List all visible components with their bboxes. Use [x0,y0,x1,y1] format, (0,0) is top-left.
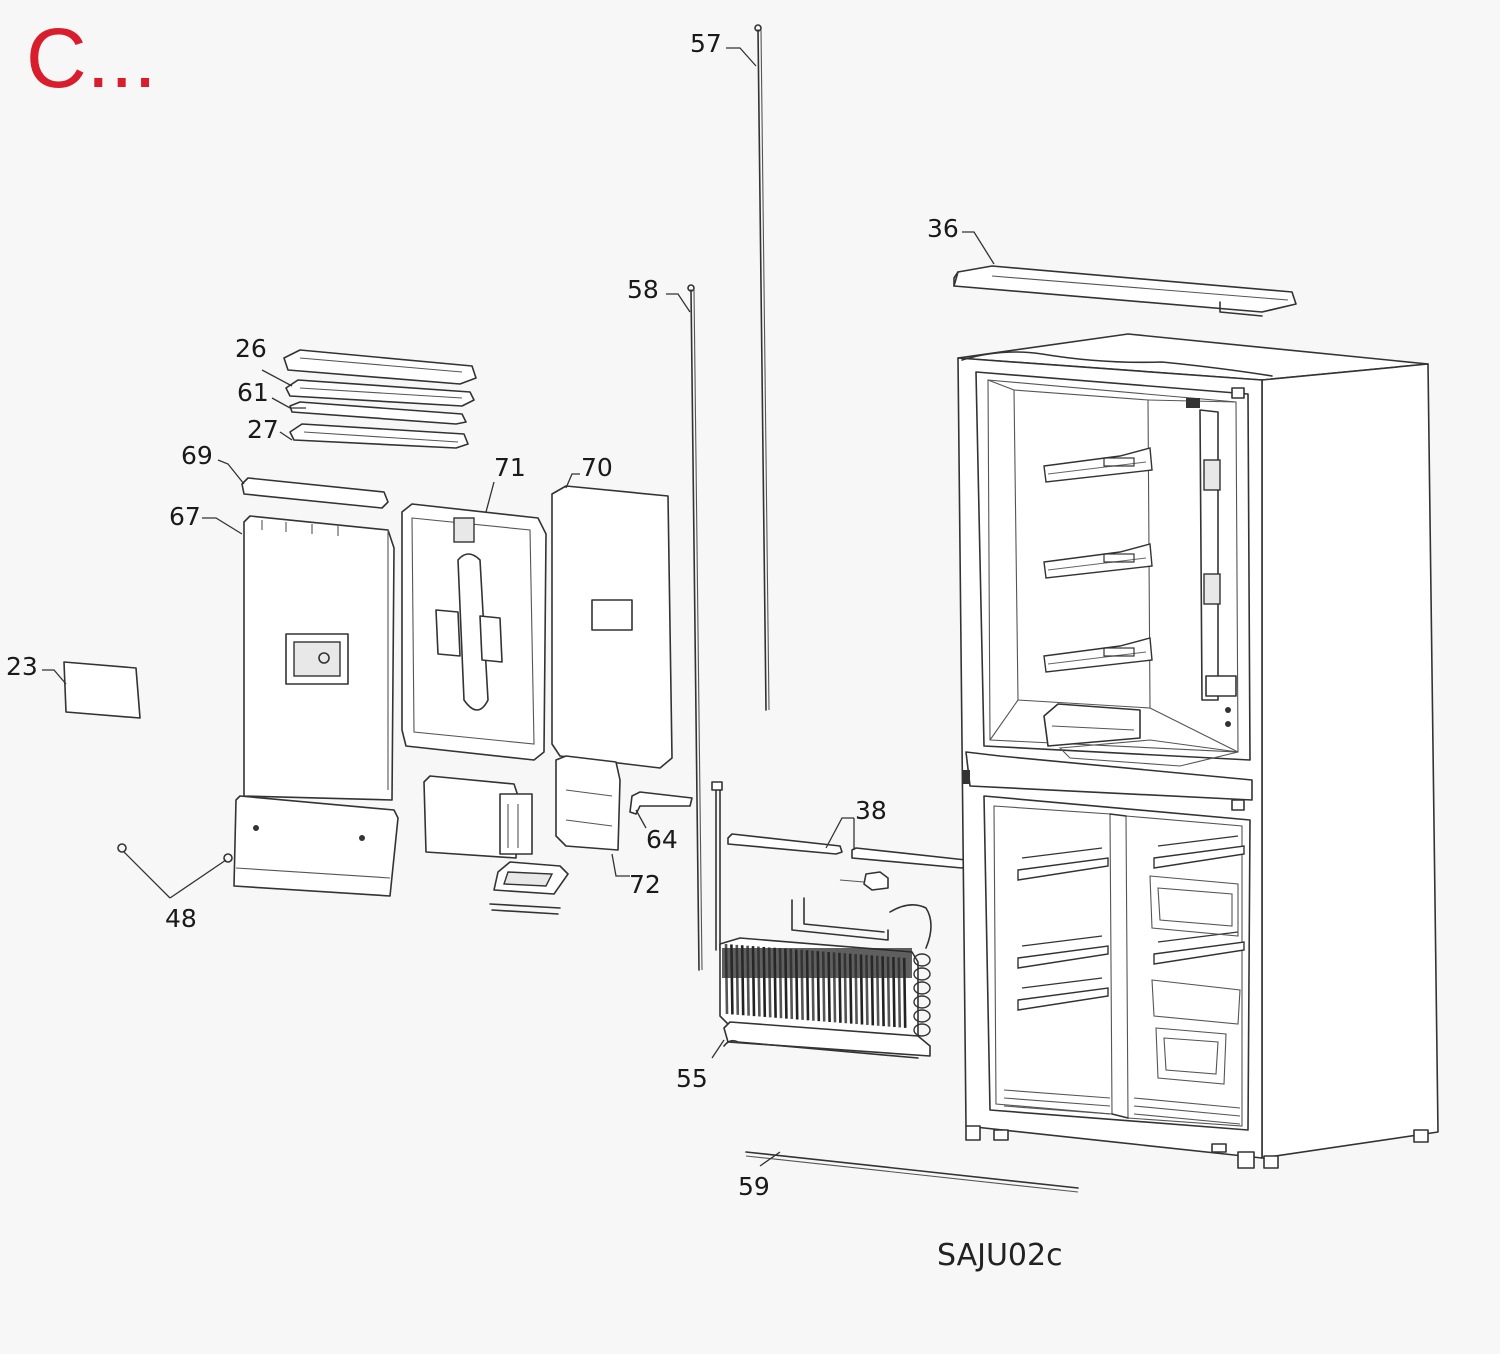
callout-48: 48 [165,904,197,933]
callout-59: 59 [738,1172,770,1201]
freezer-drawer-rails [1017,835,1245,1011]
callout-38: 38 [855,796,887,825]
shelf-bracket-edge [1047,557,1147,571]
callout-36: 36 [927,214,959,243]
callout-23: 23 [6,652,38,681]
part-64-clip [629,791,693,815]
callout-71: 71 [494,453,526,482]
drawer-rail-top [1157,931,1239,943]
part-26-tray [283,349,477,385]
part-38-rails [727,833,969,891]
leader-lines [42,47,995,1167]
callout-labels: 57 58 36 26 61 27 69 71 70 67 23 38 64 7… [6,29,959,1201]
part-71-inner-liner [401,503,569,915]
part-57-rod [754,24,770,711]
drawer-rail-top [1021,935,1103,947]
evaporator-fins [722,943,912,1028]
part-67-door-panel [233,515,399,897]
shelf-bracket-slot [1103,647,1135,657]
part-36-top-cover [953,265,1297,317]
part-61-gasket [285,379,475,425]
part-27-tray [289,423,469,449]
fridge-shelf-brackets [1043,447,1153,673]
drawer-rail [1017,987,1109,1011]
drawer-rail [1153,845,1245,869]
callout-69: 69 [181,441,213,470]
coil-loop [913,1023,931,1037]
part-59-rail [745,1151,1079,1193]
part-72-bracket [555,755,621,851]
drawer-rail-top [1021,847,1103,859]
shelf-bracket-slot [1103,553,1135,563]
callout-58: 58 [627,275,659,304]
coil-loop [913,1009,931,1023]
evaporator-dark-band [722,948,912,978]
drawer-rail-top [1157,835,1239,847]
drawer-rail-top [1021,977,1103,989]
model-code: SAJU02c [937,1238,1063,1273]
drawer-rail [1017,945,1109,969]
drawer-rail [1017,857,1109,881]
part-58-rod [687,284,703,971]
callout-67: 67 [169,502,201,531]
shelf-bracket-slot [1103,457,1135,467]
page-title: C... [26,11,157,105]
callout-27: 27 [247,415,279,444]
callout-70: 70 [581,453,613,482]
part-55-evaporator [711,781,932,1059]
callout-55: 55 [676,1064,708,1093]
coil-loop [913,981,931,995]
coil-loop [913,995,931,1009]
part-23-label-plate [63,661,141,719]
evaporator-coil-ends [913,953,931,1037]
coil-loop [913,967,931,981]
callout-26: 26 [235,334,267,363]
part-48-screws [117,843,233,863]
callout-72: 72 [629,870,661,899]
part-70-back-panel [551,485,673,769]
shelf-bracket-edge [1047,461,1147,475]
drawer-rail [1153,941,1245,965]
coil-loop [913,953,931,967]
shelf-bracket-edge [1047,651,1147,665]
callout-57: 57 [690,29,722,58]
part-69-strip [241,477,389,509]
refrigerator-cabinet [957,333,1439,1169]
callout-64: 64 [646,825,678,854]
callout-61: 61 [237,378,269,407]
